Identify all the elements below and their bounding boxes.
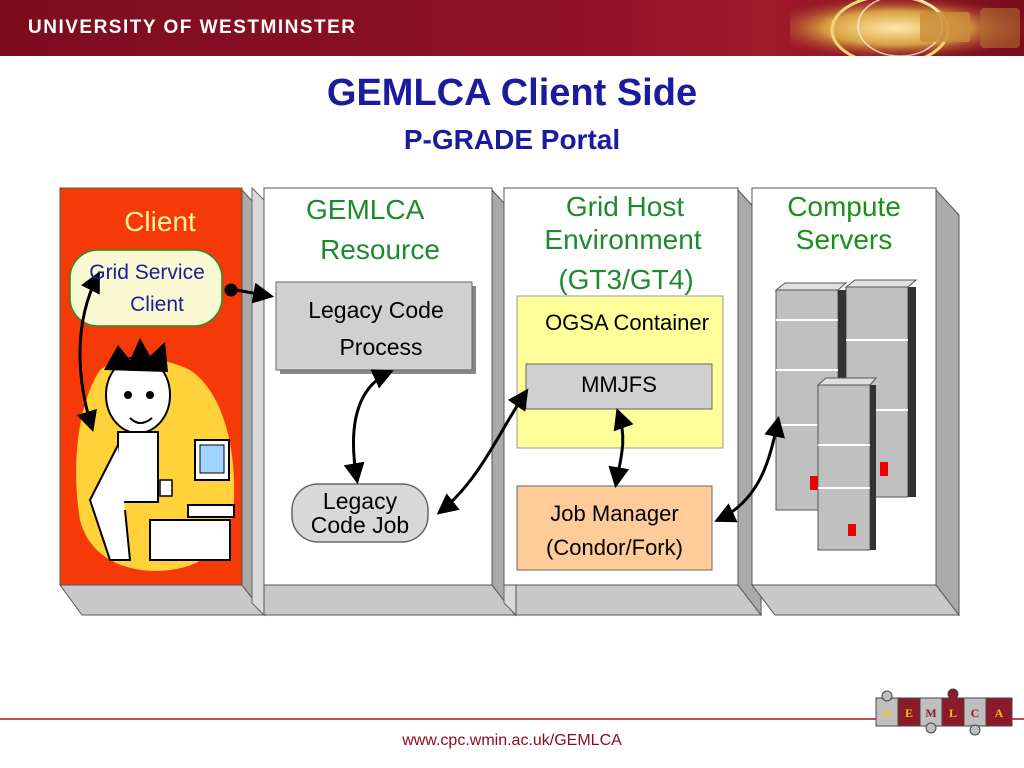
footer-rule <box>0 718 1024 720</box>
grid-service-client-box <box>69 249 223 327</box>
footer-url-link[interactable]: www.cpc.wmin.ac.uk/GEMLCA <box>402 732 622 749</box>
connection-arrows <box>76 271 786 523</box>
compute-servers-illustration <box>774 279 918 551</box>
legacy-code-process-box <box>275 281 476 374</box>
resource-label-line2: Resource <box>320 234 440 265</box>
logo-letter: G <box>882 706 891 720</box>
legacy-code-job-line1: Legacy <box>322 488 398 514</box>
job-manager-line1: Job Manager <box>550 501 679 526</box>
gemlca-puzzle-logo: G E M L C A <box>875 688 1013 736</box>
header-decoration-image <box>790 0 1024 56</box>
compute-label-line2: Servers <box>795 224 893 255</box>
client-label: Client <box>124 206 196 237</box>
compute-label-line1: Compute <box>787 191 901 222</box>
resource-label-line1: GEMLCA <box>306 194 425 225</box>
logo-letter: E <box>905 706 913 720</box>
gridhost-label-line3: (GT3/GT4) <box>558 264 694 295</box>
legacy-code-process-line2: Process <box>339 334 423 360</box>
legacy-code-process-line1: Legacy Code <box>308 297 444 323</box>
logo-letter: A <box>995 706 1004 720</box>
grid-service-client-line1: Grid Service <box>89 261 205 284</box>
slide-title: GEMLCA Client Side <box>326 72 698 114</box>
job-manager-line2: (Condor/Fork) <box>546 535 683 560</box>
logo-letter: L <box>949 706 957 720</box>
ogsa-container-label: OGSA Container <box>545 310 709 335</box>
logo-letter: C <box>971 706 980 720</box>
slide-subtitle: P-GRADE Portal <box>403 124 621 155</box>
university-name: UNIVERSITY OF WESTMINSTER <box>28 17 357 38</box>
user-at-computer-illustration <box>76 338 235 571</box>
logo-letter: M <box>925 706 936 720</box>
gridhost-label-line2: Environment <box>544 224 702 255</box>
mmjfs-label: MMJFS <box>581 372 657 397</box>
gridhost-label-line1: Grid Host <box>565 191 685 222</box>
legacy-code-job-line2: Code Job <box>310 512 410 538</box>
grid-service-client-line2: Client <box>130 293 184 316</box>
